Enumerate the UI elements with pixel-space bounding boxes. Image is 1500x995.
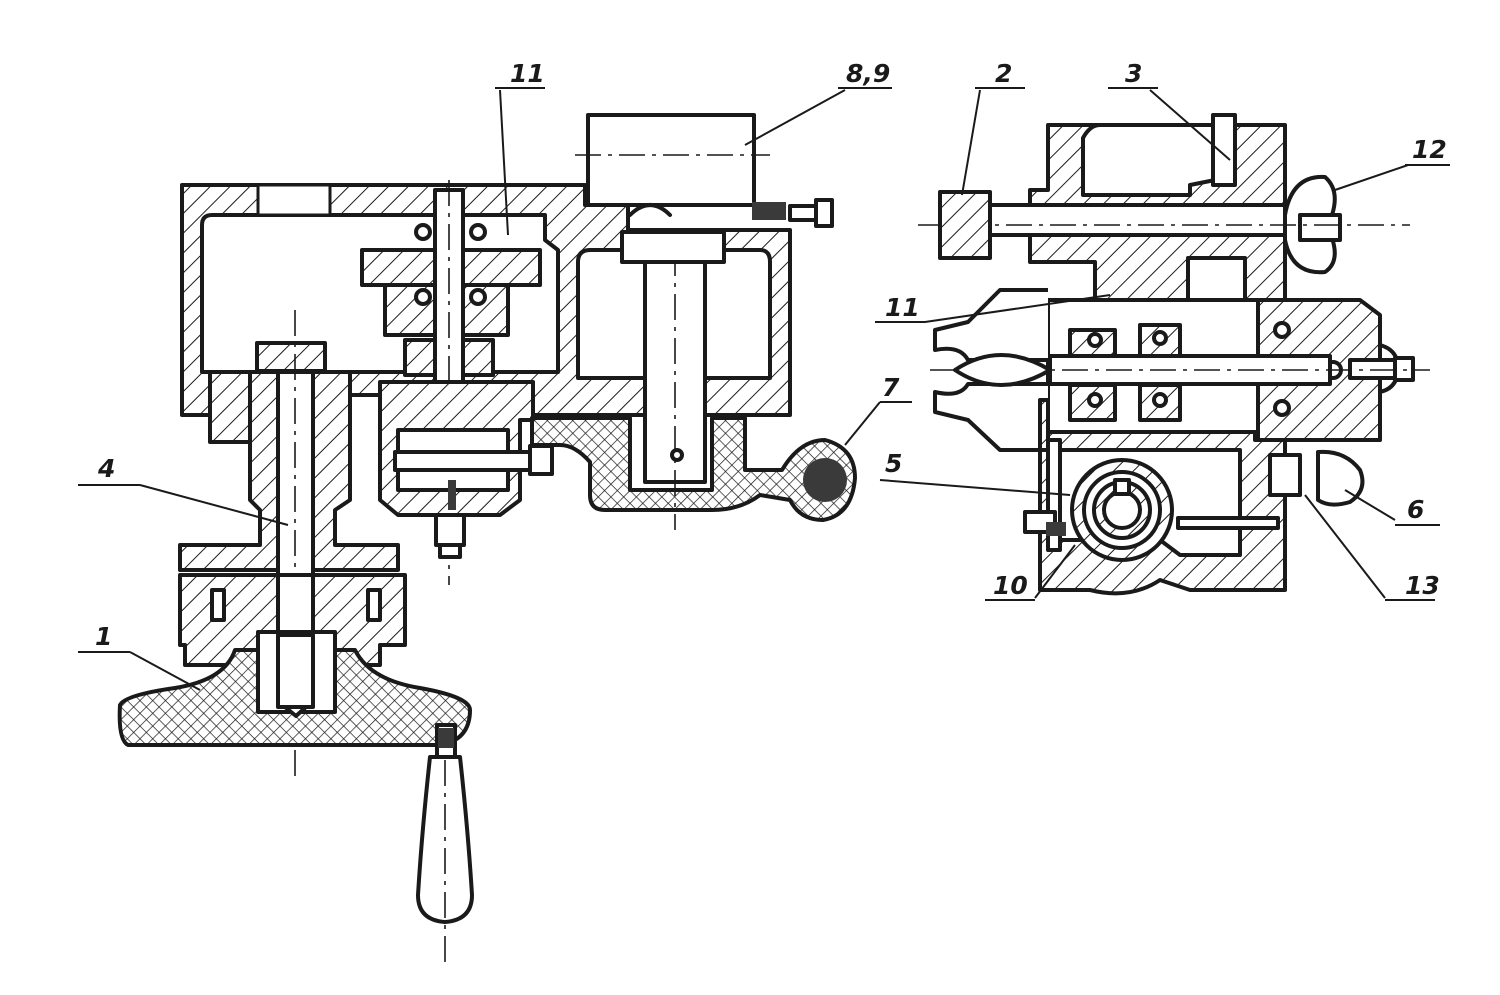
callout-3: 3: [1125, 59, 1142, 88]
motor-block: [586, 113, 756, 207]
callout-13: 13: [1405, 571, 1440, 600]
callout-labels: 11 8,9 2 3 12 11 7 5 4 6 10 13 1: [95, 59, 1447, 651]
callout-8-9: 8,9: [846, 59, 890, 88]
handwheel: [117, 648, 472, 747]
callout-1: 1: [95, 622, 112, 651]
callout-11-right: 11: [885, 293, 920, 322]
callout-12: 12: [1412, 135, 1447, 164]
horizontal-rod: [983, 203, 1287, 237]
lever-arm: [530, 416, 857, 522]
callout-7: 7: [882, 373, 900, 402]
callout-11-left: 11: [510, 59, 545, 88]
callout-2: 2: [995, 59, 1012, 88]
pulley-outline: [933, 288, 1048, 452]
leader-lines: [78, 87, 1450, 691]
right-section-view: [918, 113, 1430, 596]
left-section-view: [117, 113, 857, 965]
spindle-gear: [360, 248, 437, 287]
callout-4: 4: [97, 454, 115, 483]
side-button: [1316, 449, 1365, 507]
callout-5: 5: [885, 449, 902, 478]
callout-10: 10: [993, 571, 1028, 600]
screw-head: [938, 190, 992, 260]
callout-6: 6: [1407, 495, 1424, 524]
